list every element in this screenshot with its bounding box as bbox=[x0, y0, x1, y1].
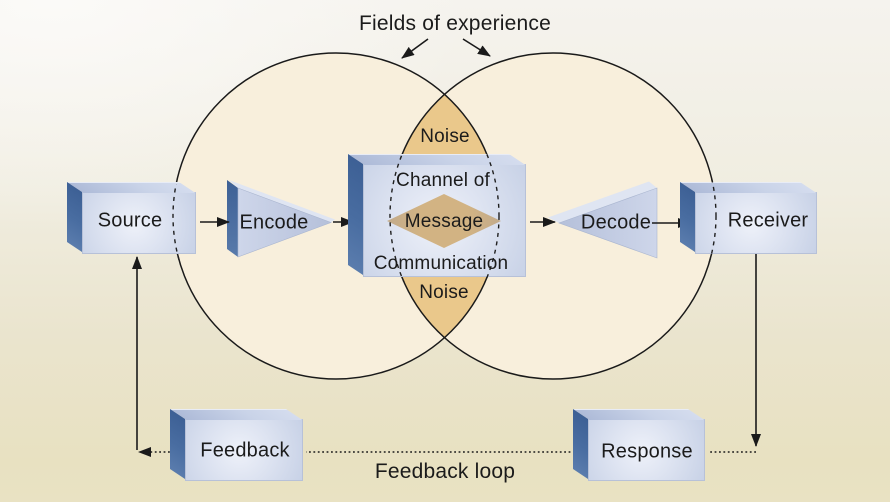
noise-top-label: Noise bbox=[420, 126, 470, 147]
title-fields-of-experience: Fields of experience bbox=[359, 12, 551, 35]
overlap-lens bbox=[390, 53, 499, 379]
decode-label: Decode bbox=[580, 211, 652, 234]
feedback-box bbox=[185, 419, 303, 481]
message-label: Message bbox=[404, 211, 484, 232]
fields-pointer-left bbox=[401, 38, 429, 59]
feedback-label: Feedback bbox=[200, 439, 290, 462]
noise-bottom-label: Noise bbox=[419, 282, 469, 303]
source-label: Source bbox=[97, 209, 163, 232]
fields-pointer-right bbox=[462, 38, 491, 57]
response-label: Response bbox=[601, 440, 693, 463]
encode-shape bbox=[227, 180, 335, 258]
encode-label: Encode bbox=[239, 211, 309, 234]
channel-label-line1: Channel of bbox=[396, 170, 490, 191]
feedback-loop-label: Feedback loop bbox=[374, 460, 516, 483]
response-box bbox=[588, 419, 705, 481]
receiver-label: Receiver bbox=[727, 209, 809, 232]
channel-label-line2: Communication bbox=[373, 253, 509, 274]
